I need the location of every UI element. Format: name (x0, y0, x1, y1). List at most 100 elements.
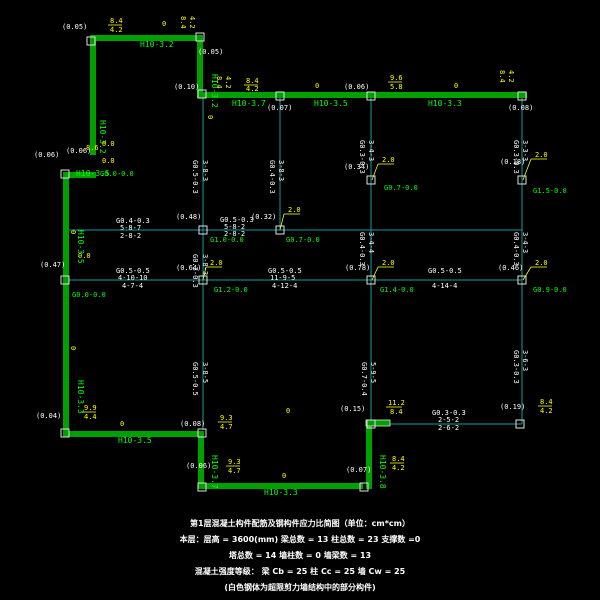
rebar-value-label-vertical: 8.4 (215, 76, 223, 89)
wall-label: H10-3.7 (232, 99, 266, 108)
beam-label: 4-12-4 (272, 282, 297, 290)
column-label: G1.2-0.0 (214, 286, 248, 294)
node-ratio-label: (0.10) (174, 83, 199, 91)
wall-label: H10-3.5 (76, 169, 110, 178)
wall-label: H10-3.7 (210, 455, 219, 489)
rebar-value-label: 8.4 (540, 398, 553, 406)
beam-label-vertical: 5-9-5 (369, 362, 377, 383)
beam-label-vertical: 3-4-3 (367, 140, 375, 161)
beam-label: G0.5-0.5 (428, 267, 462, 275)
wall-label: H10-3.5 (314, 99, 348, 108)
rebar-value-label: 2.0 (210, 259, 223, 267)
rebar-value-label: 5.8 (390, 83, 403, 91)
beam-label-vertical: G0.7-0.4 (360, 362, 368, 396)
beam-label-vertical: 3-6-3 (521, 350, 529, 371)
node-ratio-label: (0.78) (345, 264, 370, 272)
beam-label-vertical: G0.5-0.3 (191, 160, 199, 194)
node-ratio-label: (0.04) (36, 412, 61, 420)
node-ratio-label: (0.06) (186, 462, 211, 470)
node-ratio-label: (0.46) (498, 264, 523, 272)
beam-label: G0.5-0.5 (116, 267, 150, 275)
node-ratio-label: (0.48) (176, 213, 201, 221)
wall-label: H10-3.3 (76, 380, 85, 414)
footer-title: 第1层混凝土构件配筋及钢构件应力比简图（单位：cm*cm） (190, 518, 410, 528)
node-ratio-label: (0.64) (176, 264, 201, 272)
rebar-value-label: 8.4 (392, 455, 405, 463)
wall-label: H10-3.2 (98, 120, 107, 154)
rebar-value-label: 0 (162, 20, 166, 28)
beam-label: 2-5-2 (438, 416, 459, 424)
rebar-value-label: 9.3 (228, 458, 241, 466)
node-ratio-label: (0.06) (344, 83, 369, 91)
beam-label: G0.4-0.3 (116, 217, 150, 225)
beam-label-vertical: G0.3-0.3 (191, 254, 199, 288)
node-ratio-label: (0.08) (180, 420, 205, 428)
node-ratio-label: (0.34) (344, 163, 369, 171)
beam-label: 4-14-4 (432, 282, 457, 290)
beam-label-vertical: G0.3-0.3 (512, 140, 520, 174)
beam-label-vertical: 3-4-3 (521, 232, 529, 253)
rebar-value-label-vertical: 4.2 (224, 76, 232, 89)
node-ratio-label: (0.06) (34, 151, 59, 159)
column-label: G1.4-0.0 (380, 286, 414, 294)
beam-label-vertical: G0.3-0.3 (512, 350, 520, 384)
beam-label-vertical: 3-8-5 (201, 362, 209, 383)
rebar-value-label: 2.0 (288, 206, 301, 214)
beam-label: 2-8-2 (224, 230, 245, 238)
rebar-value-label: 9.3 (220, 414, 233, 422)
rebar-value-label-vertical: 8.4 (498, 70, 506, 83)
rebar-value-label: 2.0 (535, 259, 548, 267)
beam-label-vertical: 3-8-3 (201, 254, 209, 275)
rebar-value-label: 4.2 (540, 407, 553, 415)
column-label: G1.5-0.0 (533, 187, 567, 195)
rebar-value-label: 4.7 (228, 467, 241, 475)
rebar-value-label: 0 (315, 82, 319, 90)
footer-svg: 第1层混凝土构件配筋及钢构件应力比简图（单位：cm*cm） 本层：层高 = 36… (179, 518, 421, 592)
footer-note: (白色钢体为超限剪力墙结构中的部分构件) (224, 582, 375, 592)
rebar-value-label-vertical: 4.2 (507, 70, 515, 83)
beam-label: 4-7-4 (122, 282, 143, 290)
rebar-value-label: 4.4 (84, 413, 97, 421)
column-label: G0.7-0.0 (384, 184, 418, 192)
node-ratio-label: (0.07) (346, 466, 371, 474)
leader-lines (82, 24, 552, 467)
beam-label: 2-6-2 (438, 424, 459, 432)
footer-concrete-grade: 混凝土强度等级： 梁 Cb = 25 柱 Cc = 25 墙 Cw = 25 (195, 566, 406, 576)
beam-label-vertical: 3-8-3 (277, 160, 285, 181)
beam-label: G0.5-0.3 (220, 216, 254, 224)
node-ratio-label: (0.15) (340, 405, 365, 413)
column-label: G0.0-0.0 (100, 170, 134, 178)
rebar-value-label: 0 (454, 82, 458, 90)
beam-label: 2-8-2 (120, 232, 141, 240)
beam-label: 5-8-2 (224, 223, 245, 231)
beam-label: G0.3-0.3 (432, 409, 466, 417)
footer-notes: 第1层混凝土构件配筋及钢构件应力比简图（单位：cm*cm） 本层：层高 = 36… (0, 514, 600, 598)
wall-label: H10-3.2 (140, 40, 174, 49)
rebar-value-label: 4.7 (220, 423, 233, 431)
rebar-value-label-vertical: 0 (69, 230, 77, 234)
rebar-value-label: 8.4 (390, 408, 403, 416)
node-ratio-label: (0.18) (500, 158, 525, 166)
rebar-value-label: 8.6 (86, 144, 99, 152)
column-label: G0.7-0.0 (286, 236, 320, 244)
beam-lines (66, 96, 523, 430)
beam-label-vertical: G0.4-0.3 (358, 232, 366, 266)
rebar-value-label-vertical: 4.2 (188, 16, 196, 29)
node-ratio-label: (0.05) (62, 23, 87, 31)
footer-wall-counts: 塔总数 = 14 墙柱数 = 0 墙梁数 = 13 (229, 550, 371, 560)
rebar-value-label: 4.2 (110, 26, 123, 34)
rebar-value-label: 0 (286, 407, 290, 415)
node-ratio-label: (0.47) (40, 261, 65, 269)
node-ratio-label: (0.06) (66, 147, 91, 155)
rebar-value-label: 0.0 (78, 252, 91, 260)
column-label: G0.9-0.0 (533, 286, 567, 294)
beam-label-vertical: G0.3-0.3 (358, 140, 366, 174)
beam-label-vertical: 3-4-4 (367, 232, 375, 253)
rebar-value-label: 11.2 (388, 399, 405, 407)
rebar-value-label: 0 (282, 472, 286, 480)
beam-label: G0.5-0.5 (268, 267, 302, 275)
beam-label: 4-10-10 (118, 274, 148, 282)
